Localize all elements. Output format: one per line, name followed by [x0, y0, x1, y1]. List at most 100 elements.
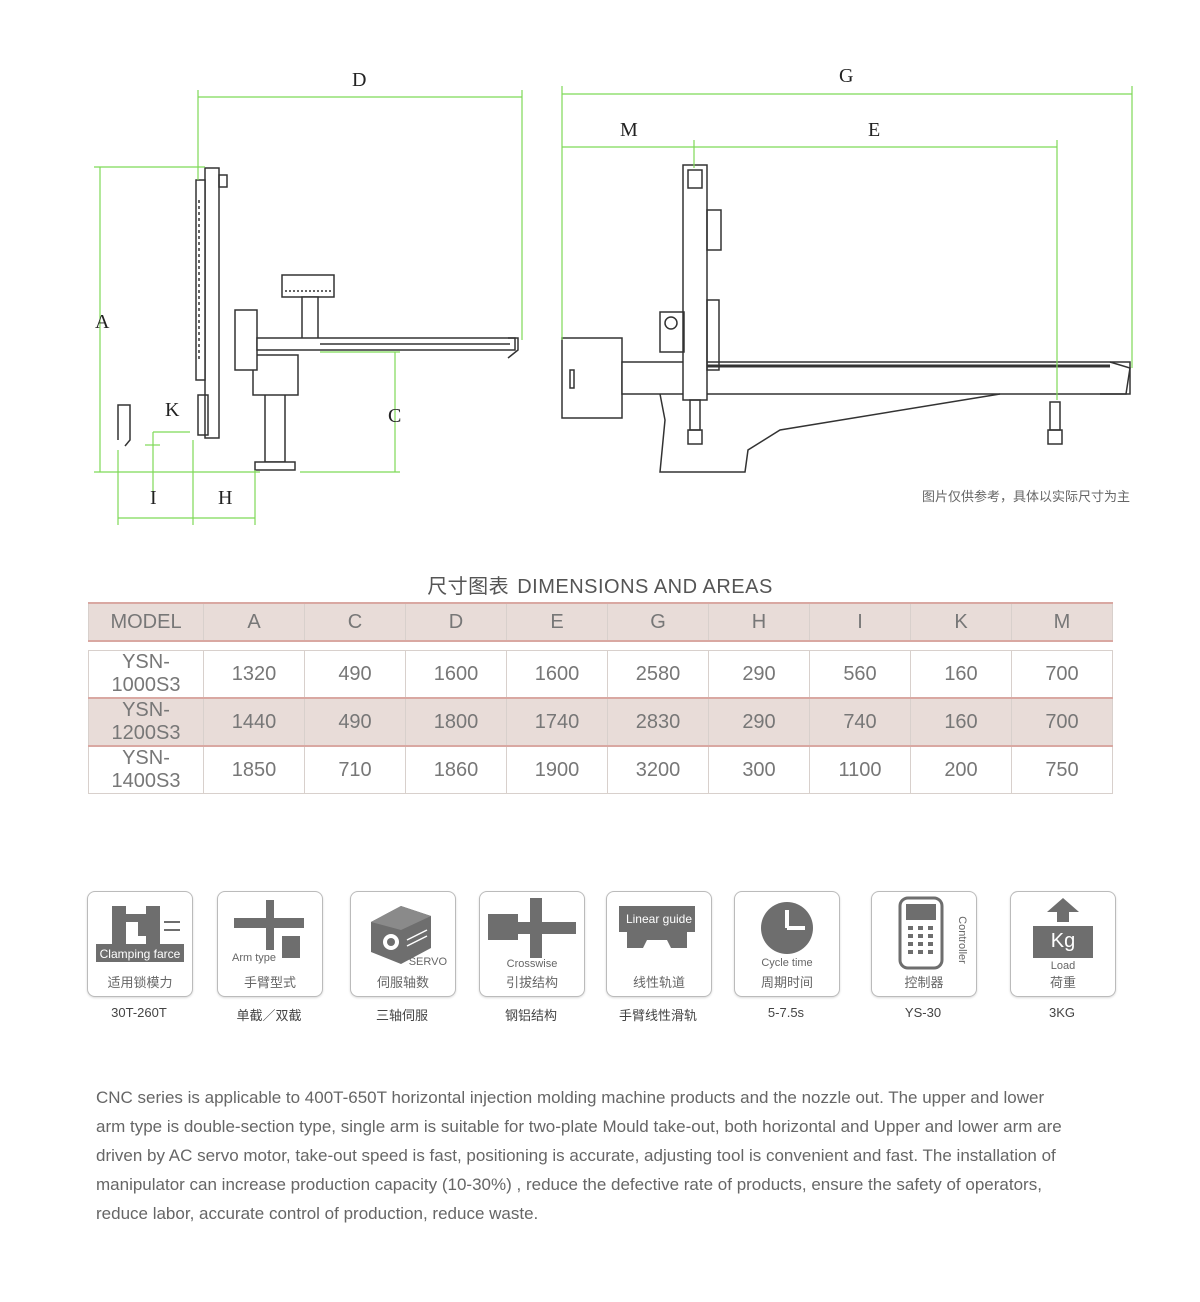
table-cell: 560: [809, 650, 911, 699]
feature-crosswise: Crosswise 引拔结构: [479, 891, 585, 997]
table-cell: 740: [809, 697, 911, 747]
header-g: G: [607, 602, 709, 642]
linear-guide-icon: [619, 906, 695, 948]
feature-cycle-time: Cycle time 周期时间: [734, 891, 840, 997]
dim-label-e: E: [868, 119, 880, 141]
table-spacer: [89, 641, 1113, 651]
feature-zh-label: 荷重: [1049, 975, 1076, 990]
table-cell: 2580: [607, 650, 709, 699]
feature-clamping-force: Clamping farce 适用锁模力: [87, 891, 193, 997]
feature-linear-guide: Linear guide 线性轨道: [606, 891, 712, 997]
table-cell: 1800: [405, 697, 507, 747]
clamping-force-icon: [96, 906, 184, 962]
table-title-zh: 尺寸图表: [427, 576, 510, 598]
table-cell: 2830: [607, 697, 709, 747]
product-description: CNC series is applicable to 400T-650T ho…: [96, 1088, 1062, 1223]
header-h: H: [708, 602, 810, 642]
feature-en-label: Controller: [956, 916, 968, 964]
feature-zh-label: 周期时间: [760, 975, 813, 990]
header-d: D: [405, 602, 507, 642]
table-cell: 3200: [607, 745, 709, 794]
feature-zh-label: 控制器: [904, 975, 944, 990]
feature-value: 单截／双截: [236, 1008, 302, 1023]
table-cell: 490: [304, 650, 406, 699]
table-title-en: DIMENSIONS AND AREAS: [517, 576, 773, 598]
table-row: YSN-1000S3 1320 490 1600 1600 2580 290 5…: [88, 650, 1113, 699]
feature-value: 30T-260T: [111, 1005, 167, 1020]
table-cell: 1900: [506, 745, 608, 794]
header-k: K: [910, 602, 1012, 642]
feature-en-label: Linear guide: [625, 912, 693, 926]
table-cell: YSN-1400S3: [88, 745, 204, 794]
table-cell: 200: [910, 745, 1012, 794]
table-cell: 160: [910, 650, 1012, 699]
dim-label-d: D: [352, 69, 366, 91]
load-kg-label: Kg: [1050, 930, 1076, 952]
feature-en-label: Cycle time: [761, 957, 813, 969]
table-row: YSN-1200S3 1440 490 1800 1740 2830 290 7…: [88, 697, 1113, 747]
feature-zh-label: 手臂型式: [243, 975, 296, 990]
header-e: E: [506, 602, 608, 642]
feature-zh-label: 引拔结构: [505, 975, 558, 990]
table-title: 尺寸图表 DIMENSIONS AND AREAS: [0, 570, 1200, 599]
feature-arm-type: Arm type 手臂型式: [217, 891, 323, 997]
load-weight-icon: [1033, 898, 1093, 958]
header-a: A: [203, 602, 305, 642]
clock-icon: [761, 902, 813, 954]
feature-zh-label: 适用锁模力: [107, 975, 173, 990]
header-c: C: [304, 602, 406, 642]
table-cell: 160: [910, 697, 1012, 747]
header-m: M: [1011, 602, 1113, 642]
side-view-dimensions: [94, 90, 523, 525]
table-cell: 290: [708, 697, 810, 747]
table-cell: YSN-1200S3: [88, 697, 204, 747]
dimensions-table: MODEL A C D E G H I K M YSN-1000S3 1320 …: [88, 602, 1113, 794]
controller-icon: [898, 896, 944, 970]
crosswise-icon: [488, 898, 576, 958]
technical-drawings: D A C K I H G M E: [94, 65, 1133, 525]
table-cell: 700: [1011, 650, 1113, 699]
feature-value: 5-7.5s: [767, 1005, 805, 1020]
dim-label-i: I: [150, 487, 157, 509]
dim-label-a: A: [95, 311, 110, 333]
reference-note: 图片仅供参考，具体以实际尺寸为主: [921, 489, 1130, 504]
dim-label-c: C: [388, 405, 401, 427]
table-cell: 300: [708, 745, 810, 794]
dim-label-g: G: [839, 65, 853, 87]
feature-load: Kg Load 荷重: [1010, 891, 1116, 997]
table-cell: 1740: [506, 697, 608, 747]
table-cell: 1100: [809, 745, 911, 794]
arm-type-icon: [234, 900, 304, 958]
front-view-dimensions: [561, 86, 1133, 400]
feature-value: 手臂线性滑轨: [618, 1008, 697, 1023]
table-cell: 1600: [405, 650, 507, 699]
table-cell: 700: [1011, 697, 1113, 747]
table-cell: 1320: [203, 650, 305, 699]
feature-en-label: Crosswise: [506, 958, 558, 970]
feature-zh-label: 伺服轴数: [376, 975, 429, 990]
feature-en-label: SERVO: [408, 956, 447, 968]
table-row: YSN-1400S3 1850 710 1860 1900 3200 300 1…: [88, 745, 1113, 794]
dim-label-h: H: [218, 487, 232, 509]
feature-value: 钢铝结构: [504, 1008, 557, 1023]
servo-motor-icon: [371, 906, 431, 964]
table-cell: YSN-1000S3: [88, 650, 204, 699]
feature-value: YS-30: [904, 1005, 942, 1020]
dim-label-k: K: [165, 399, 180, 421]
feature-value: 三轴伺服: [375, 1008, 428, 1023]
feature-en-label: Clamping farce: [99, 947, 181, 961]
feature-value: 3KG: [1048, 1005, 1075, 1020]
side-view-drawing: [117, 167, 519, 471]
table-cell: 1860: [405, 745, 507, 794]
feature-servo: SERVO 伺服轴数: [350, 891, 456, 997]
dim-label-m: M: [620, 119, 638, 141]
table-header-row: MODEL A C D E G H I K M: [88, 602, 1113, 642]
front-view-drawing: [561, 164, 1131, 473]
header-model: MODEL: [88, 602, 204, 642]
feature-zh-label: 线性轨道: [632, 975, 685, 990]
table-cell: 1850: [203, 745, 305, 794]
feature-controller: Controller 控制器: [871, 891, 977, 997]
table-cell: 1440: [203, 697, 305, 747]
table-cell: 1600: [506, 650, 608, 699]
table-cell: 290: [708, 650, 810, 699]
